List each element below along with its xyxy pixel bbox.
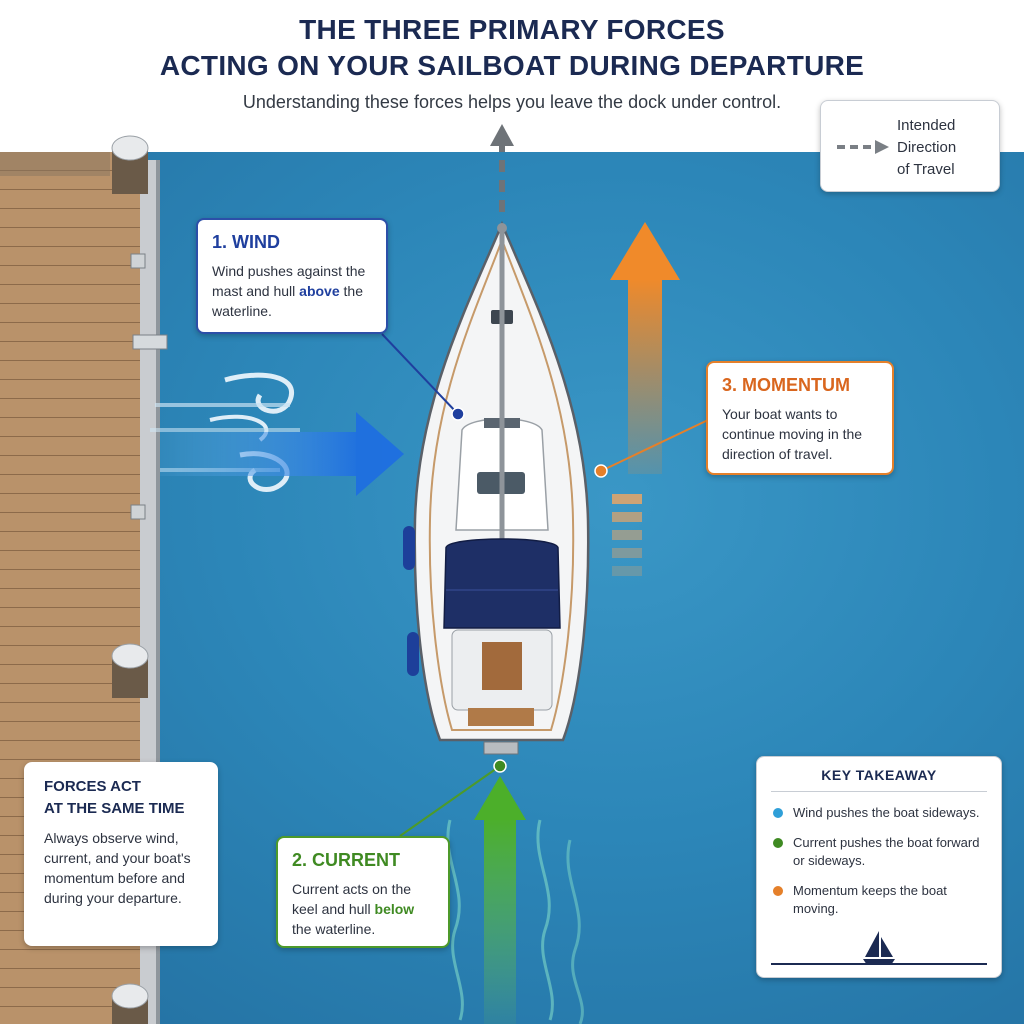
- forces-note-heading-1: FORCES ACT: [44, 778, 141, 795]
- takeaway-item: Momentum keeps the boat moving.: [771, 882, 987, 918]
- wind-arrow: [150, 372, 404, 496]
- current-description: Current acts on the keel and hull below …: [292, 879, 434, 939]
- current-highlight: below: [374, 901, 415, 917]
- takeaway-item-text: Wind pushes the boat sideways.: [793, 805, 980, 820]
- legend-line: Direction: [897, 139, 957, 156]
- momentum-heading: 3. MOMENTUM: [722, 375, 850, 395]
- key-takeaway-card: KEY TAKEAWAY Wind pushes the boat sidewa…: [756, 756, 1002, 978]
- page-title-line1: THE THREE PRIMARY FORCES: [299, 14, 725, 45]
- wind-heading: 1. WIND: [212, 232, 281, 252]
- takeaway-item-text: Current pushes the boat forward or sidew…: [793, 835, 980, 868]
- current-callout: 2. CURRENT Current acts on the keel and …: [276, 836, 450, 948]
- wind-highlight: above: [299, 283, 340, 299]
- wind-description: Wind pushes against the mast and hull ab…: [212, 261, 372, 321]
- bullet-dot-icon: [773, 838, 783, 848]
- header: THE THREE PRIMARY FORCES ACTING ON YOUR …: [0, 0, 1024, 152]
- current-leader: [399, 759, 507, 837]
- takeaway-item: Wind pushes the boat sideways.: [771, 804, 987, 822]
- wind-callout: 1. WIND Wind pushes against the mast and…: [196, 218, 388, 334]
- takeaway-item-text: Momentum keeps the boat moving.: [793, 883, 947, 916]
- current-text: Current acts on the keel and hull: [292, 881, 412, 917]
- page-subtitle: Understanding these forces helps you lea…: [242, 92, 782, 112]
- sailboat: [403, 220, 590, 755]
- wind-leader: [381, 333, 465, 421]
- piling-icon: [111, 983, 149, 1024]
- legend-line: of Travel: [897, 161, 955, 178]
- piling-icon: [111, 643, 149, 698]
- forces-note-text: Always observe wind, current, and your b…: [44, 830, 191, 906]
- legend-intended-direction: Intended Direction of Travel: [820, 100, 1000, 192]
- cleat-icon: [132, 334, 168, 350]
- momentum-leader: [594, 419, 709, 478]
- momentum-arrow: [610, 222, 680, 576]
- forces-note-heading-2: AT THE SAME TIME: [44, 800, 185, 817]
- cleat-icon: [130, 253, 146, 269]
- wind-text-end: the waterline.: [212, 283, 363, 319]
- bullet-dot-icon: [773, 886, 783, 896]
- current-heading: 2. CURRENT: [292, 850, 401, 870]
- current-text-end: the waterline.: [292, 921, 376, 937]
- legend-line: Intended: [897, 117, 956, 134]
- sailboat-icon: [863, 931, 895, 965]
- forces-note-card: FORCES ACT AT THE SAME TIME Always obser…: [24, 762, 218, 946]
- bullet-dot-icon: [773, 808, 783, 818]
- current-arrow: [446, 776, 584, 1024]
- piling-icon: [111, 135, 149, 194]
- takeaway-divider: [771, 963, 987, 965]
- key-takeaway-title: KEY TAKEAWAY: [771, 767, 987, 792]
- momentum-description: Your boat wants to continue moving in th…: [722, 406, 863, 462]
- page-title-line2: ACTING ON YOUR SAILBOAT DURING DEPARTURE: [159, 50, 865, 81]
- intended-direction-arrow: [490, 124, 514, 212]
- momentum-callout: 3. MOMENTUM Your boat wants to continue …: [706, 361, 894, 475]
- takeaway-item: Current pushes the boat forward or sidew…: [771, 834, 987, 870]
- dashed-arrow-icon: [837, 140, 889, 154]
- wind-text: Wind pushes against the mast and hull: [212, 263, 366, 299]
- cleat-icon: [130, 504, 146, 520]
